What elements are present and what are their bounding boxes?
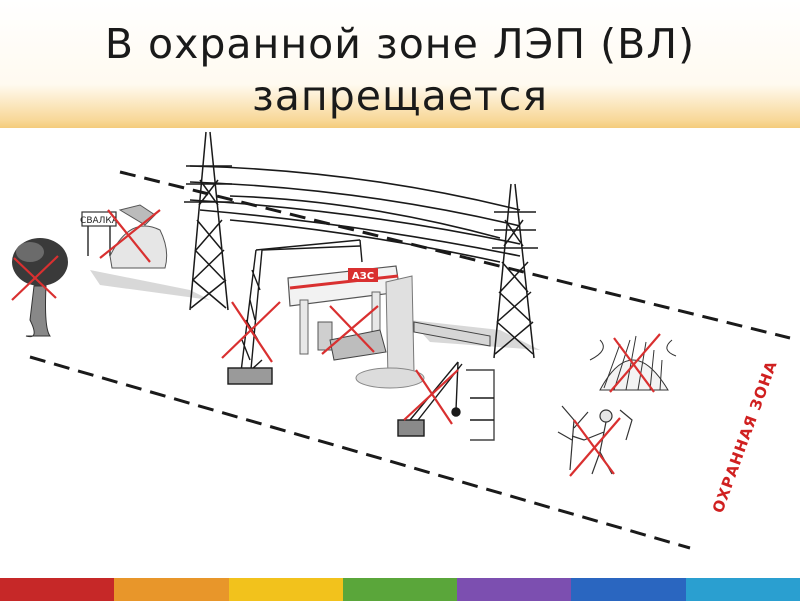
prohibit-cross-icon (11, 255, 59, 301)
zone-label: ОХРАННАЯ ЗОНА (709, 358, 781, 515)
fuel-station-icon: АЗС (287, 265, 425, 389)
zone-boundary-lines (29, 170, 791, 550)
bottom-bar-segment (342, 578, 458, 601)
prohibit-cross-icon (403, 369, 459, 425)
crane-icon (227, 239, 363, 385)
power-tower-icon (184, 131, 234, 311)
bottom-bar-segment (114, 578, 229, 601)
bottom-bar-segment (457, 578, 572, 601)
prohibit-crosses (11, 209, 661, 477)
fuel-station-sign-text: АЗС (352, 271, 374, 282)
prohibit-cross-icon (609, 333, 661, 393)
bottom-bar-segment (228, 578, 343, 601)
title-line-2: запрещается (251, 72, 549, 120)
bottom-color-bar (0, 578, 800, 601)
tree-icon (12, 238, 68, 338)
dump-sign-text: СВАЛКА (80, 216, 119, 226)
bottom-bar-segment (685, 578, 800, 601)
zone-boundary-bottom (29, 355, 691, 550)
power-tower-icon (492, 183, 538, 359)
bottom-bar-segment (571, 578, 686, 601)
fence-icon (413, 321, 491, 347)
title-line-1: В охранной зоне ЛЭП (ВЛ) (104, 20, 696, 68)
prohibit-cross-icon (221, 301, 281, 363)
prohibit-cross-icon (99, 209, 161, 263)
slide-title: В охранной зоне ЛЭП (ВЛ) запрещается (0, 18, 800, 122)
protection-zone-illustration: СВАЛКА АЗС (11, 131, 791, 550)
tree-cutter-icon (557, 405, 633, 475)
prohibit-cross-icon (321, 305, 379, 355)
prohibit-cross-icon (569, 417, 621, 477)
power-lines (189, 165, 521, 263)
zone-boundary-top (119, 170, 791, 340)
bottom-bar-segment (0, 578, 115, 601)
